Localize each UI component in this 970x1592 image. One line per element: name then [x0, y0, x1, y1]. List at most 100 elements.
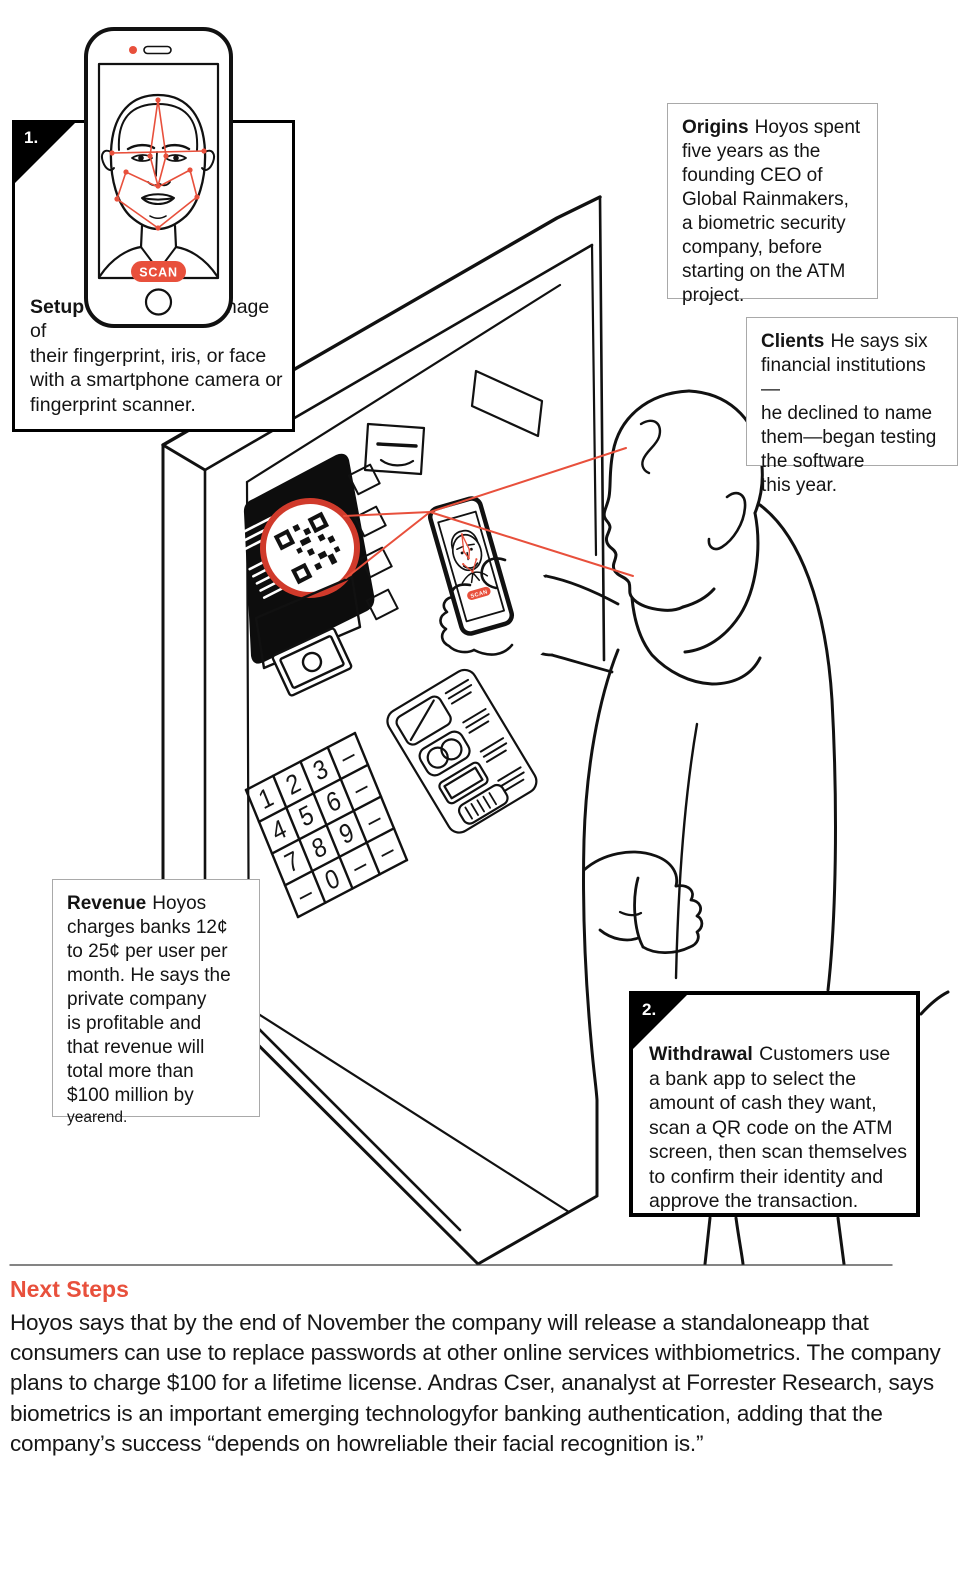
- keypad-key: –: [349, 771, 373, 805]
- text-line: screen, then scan themselves: [649, 1141, 907, 1163]
- handheld-phone: SCAN: [425, 494, 517, 638]
- step-number: 1.: [24, 128, 39, 147]
- text-line: approve the transaction.: [649, 1190, 859, 1212]
- text-line: to 25¢ per user per: [67, 941, 228, 962]
- text-line: $100 million by: [67, 1085, 194, 1106]
- text-line: a biometric security: [682, 213, 846, 234]
- beam-to-face: [429, 447, 627, 513]
- beam-to-face: [429, 511, 634, 577]
- text-line: reliable their facial recognition is.”: [376, 1430, 704, 1456]
- atm-screen: [235, 453, 375, 664]
- beam-to-qr: [343, 511, 431, 517]
- text-line: the software: [761, 451, 865, 472]
- text-line-small: yearend.: [67, 1109, 128, 1126]
- next-steps-section: Next Steps Hoyos says that by the end of…: [10, 1276, 960, 1459]
- setup-title: Setup: [30, 295, 85, 318]
- text-line: a bank app to select the: [649, 1067, 857, 1090]
- cash-bill-icon: [271, 627, 353, 697]
- beam-to-qr: [345, 511, 431, 579]
- atm-side-buttons: [347, 463, 399, 621]
- withdrawal-title: Withdrawal: [649, 1043, 753, 1065]
- text-line: that revenue will: [67, 1037, 205, 1058]
- text-line: starting on the ATM: [682, 261, 846, 282]
- text-line: financial institutions—: [761, 355, 926, 400]
- step-number: 2.: [642, 1000, 657, 1019]
- text-line: Hoyos: [152, 893, 207, 914]
- text-line: project.: [682, 285, 745, 306]
- man-legs: [703, 1216, 846, 1266]
- text-line: biometrics. The company plans to charge …: [10, 1340, 941, 1396]
- text-line: this year.: [761, 475, 838, 496]
- man-coat-back: [758, 503, 837, 992]
- deposit-slot-icon: [470, 369, 544, 438]
- clients-title: Clients: [761, 331, 825, 352]
- text-line: to confirm their identity and: [649, 1165, 884, 1188]
- instruction-text-lines: [444, 678, 525, 793]
- keypad-key: –: [348, 849, 372, 883]
- keypad-key: 0: [321, 863, 344, 896]
- face-landmarks-icon: [460, 533, 478, 573]
- text-line: amount of cash they want,: [649, 1092, 877, 1114]
- text-line: analyst at Forrester Research, says biom…: [10, 1370, 934, 1426]
- text-line: charges banks 12¢: [67, 917, 228, 938]
- keypad-key: –: [294, 877, 318, 911]
- text-line: He says six: [830, 331, 928, 352]
- text-line: with a smartphone camera or: [30, 369, 283, 391]
- text-line: Hoyos says that by the end of November t…: [10, 1310, 789, 1335]
- keypad-key: 5: [295, 800, 318, 833]
- keypad-key: –: [336, 739, 360, 773]
- qr-code-icon: [260, 498, 360, 598]
- text-line: app that consumers can use to replace pa…: [10, 1310, 869, 1366]
- coins-icon: [418, 730, 471, 777]
- keypad-key: 7: [281, 846, 304, 879]
- instruction-panel: [386, 668, 538, 834]
- text-line: them—began testing: [761, 427, 937, 448]
- text-line: their fingerprint, iris, or face: [30, 344, 267, 367]
- keypad: 1 2 3 – 4 5 6 – 7 8 9 – – 0 – –: [246, 733, 407, 917]
- keypad-key: 3: [309, 754, 332, 787]
- hand-fingers: [439, 557, 514, 656]
- receipt-printer-icon: [363, 422, 426, 476]
- cash-slot: [254, 575, 362, 697]
- keypad-key: 1: [255, 782, 278, 815]
- revenue-title: Revenue: [67, 893, 147, 914]
- keypad-key: 2: [282, 768, 305, 801]
- keypad-key: 6: [322, 785, 345, 818]
- step-corner: [14, 122, 76, 184]
- withdrawal-text: Withdrawal Customers use a bank app to se…: [649, 1042, 911, 1214]
- mini-scan-label: SCAN: [470, 589, 488, 600]
- text-line: private company: [67, 989, 207, 1010]
- text-line: five years as the: [682, 141, 821, 162]
- screen-step-icon: [438, 761, 489, 805]
- text-line: total more than: [67, 1061, 194, 1082]
- mini-scan-button: [467, 586, 491, 600]
- next-steps-heading: Next Steps: [10, 1276, 129, 1302]
- text-line: he declined to name: [761, 403, 933, 424]
- next-steps-paragraph: Hoyos says that by the end of November t…: [10, 1308, 960, 1459]
- man-coat-front: [581, 648, 620, 1197]
- text-line: Customers use: [759, 1043, 891, 1065]
- keypad-key: 4: [268, 814, 291, 847]
- text-line: scan a QR code on the ATM: [649, 1116, 893, 1139]
- man-ear: [707, 491, 747, 551]
- text-line: month. He says the: [67, 965, 231, 986]
- scan-beams: [343, 447, 634, 579]
- keypad-key: 8: [308, 831, 331, 864]
- text-line: for banking authentication, adding that …: [10, 1400, 883, 1456]
- keypad-key: 9: [335, 817, 358, 850]
- card-icon: [395, 695, 452, 746]
- keypad-key: –: [362, 803, 386, 837]
- origins-title: Origins: [682, 117, 749, 138]
- text-line: fingerprint scanner.: [30, 393, 196, 416]
- step-corner: [632, 994, 688, 1050]
- withdrawal-annotation-box: 2. Withdrawal Customers use a bank app to…: [629, 991, 920, 1217]
- man-folded-arm: [582, 850, 704, 955]
- text-line: Hoyos spent: [754, 117, 861, 138]
- keypad-key: –: [375, 834, 399, 868]
